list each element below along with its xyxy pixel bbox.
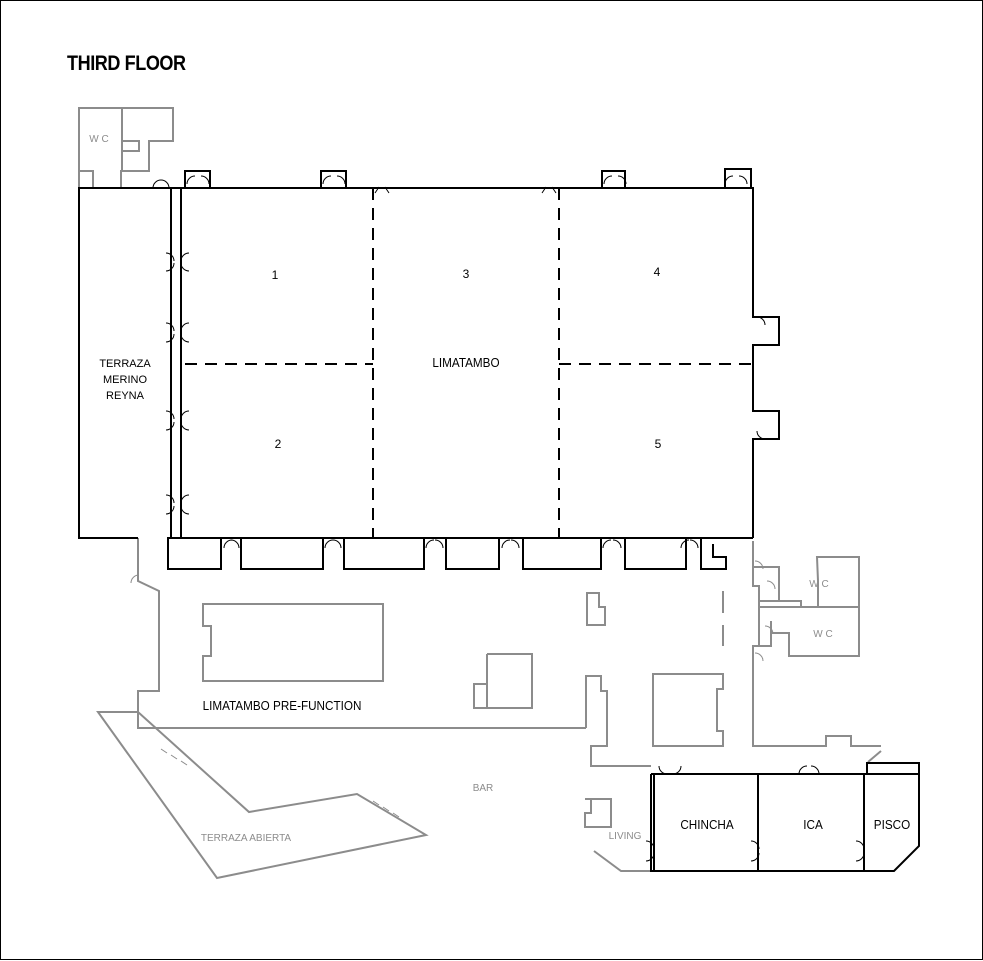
main-walls <box>78 168 920 872</box>
terraza-merino-reyna-label: TERRAZA MERINO REYNA <box>99 356 150 404</box>
prefunction-label: LIMATAMBO PRE-FUNCTION <box>202 698 362 713</box>
wc-top-left-label: W C <box>89 134 109 145</box>
movable-partitions <box>185 188 753 538</box>
terraza-line-2: MERINO <box>103 374 147 386</box>
ica-label: ICA <box>803 817 823 832</box>
room-5-label: 5 <box>654 437 662 451</box>
room-3-label: 3 <box>462 267 470 281</box>
chincha-label: CHINCHA <box>680 817 734 832</box>
wc-right-lower-label: W C <box>813 629 833 640</box>
terraza-line-3: REYNA <box>106 390 144 402</box>
room-1-label: 1 <box>271 268 279 282</box>
terraza-abierta-label: TERRAZA ABIERTA <box>200 833 292 844</box>
room-4-label: 4 <box>653 265 661 279</box>
terraza-line-1: TERRAZA <box>99 358 151 370</box>
secondary-walls <box>78 107 882 880</box>
wc-right-upper-label: W C <box>809 579 829 590</box>
room-2-label: 2 <box>274 437 282 451</box>
limatambo-label: LIMATAMBO <box>432 355 500 370</box>
living-label: LIVING <box>608 831 642 842</box>
bar-label: BAR <box>472 783 494 794</box>
door-symbols <box>130 175 865 862</box>
pisco-label: PISCO <box>873 817 911 832</box>
floor-title: THIRD FLOOR <box>67 52 186 75</box>
